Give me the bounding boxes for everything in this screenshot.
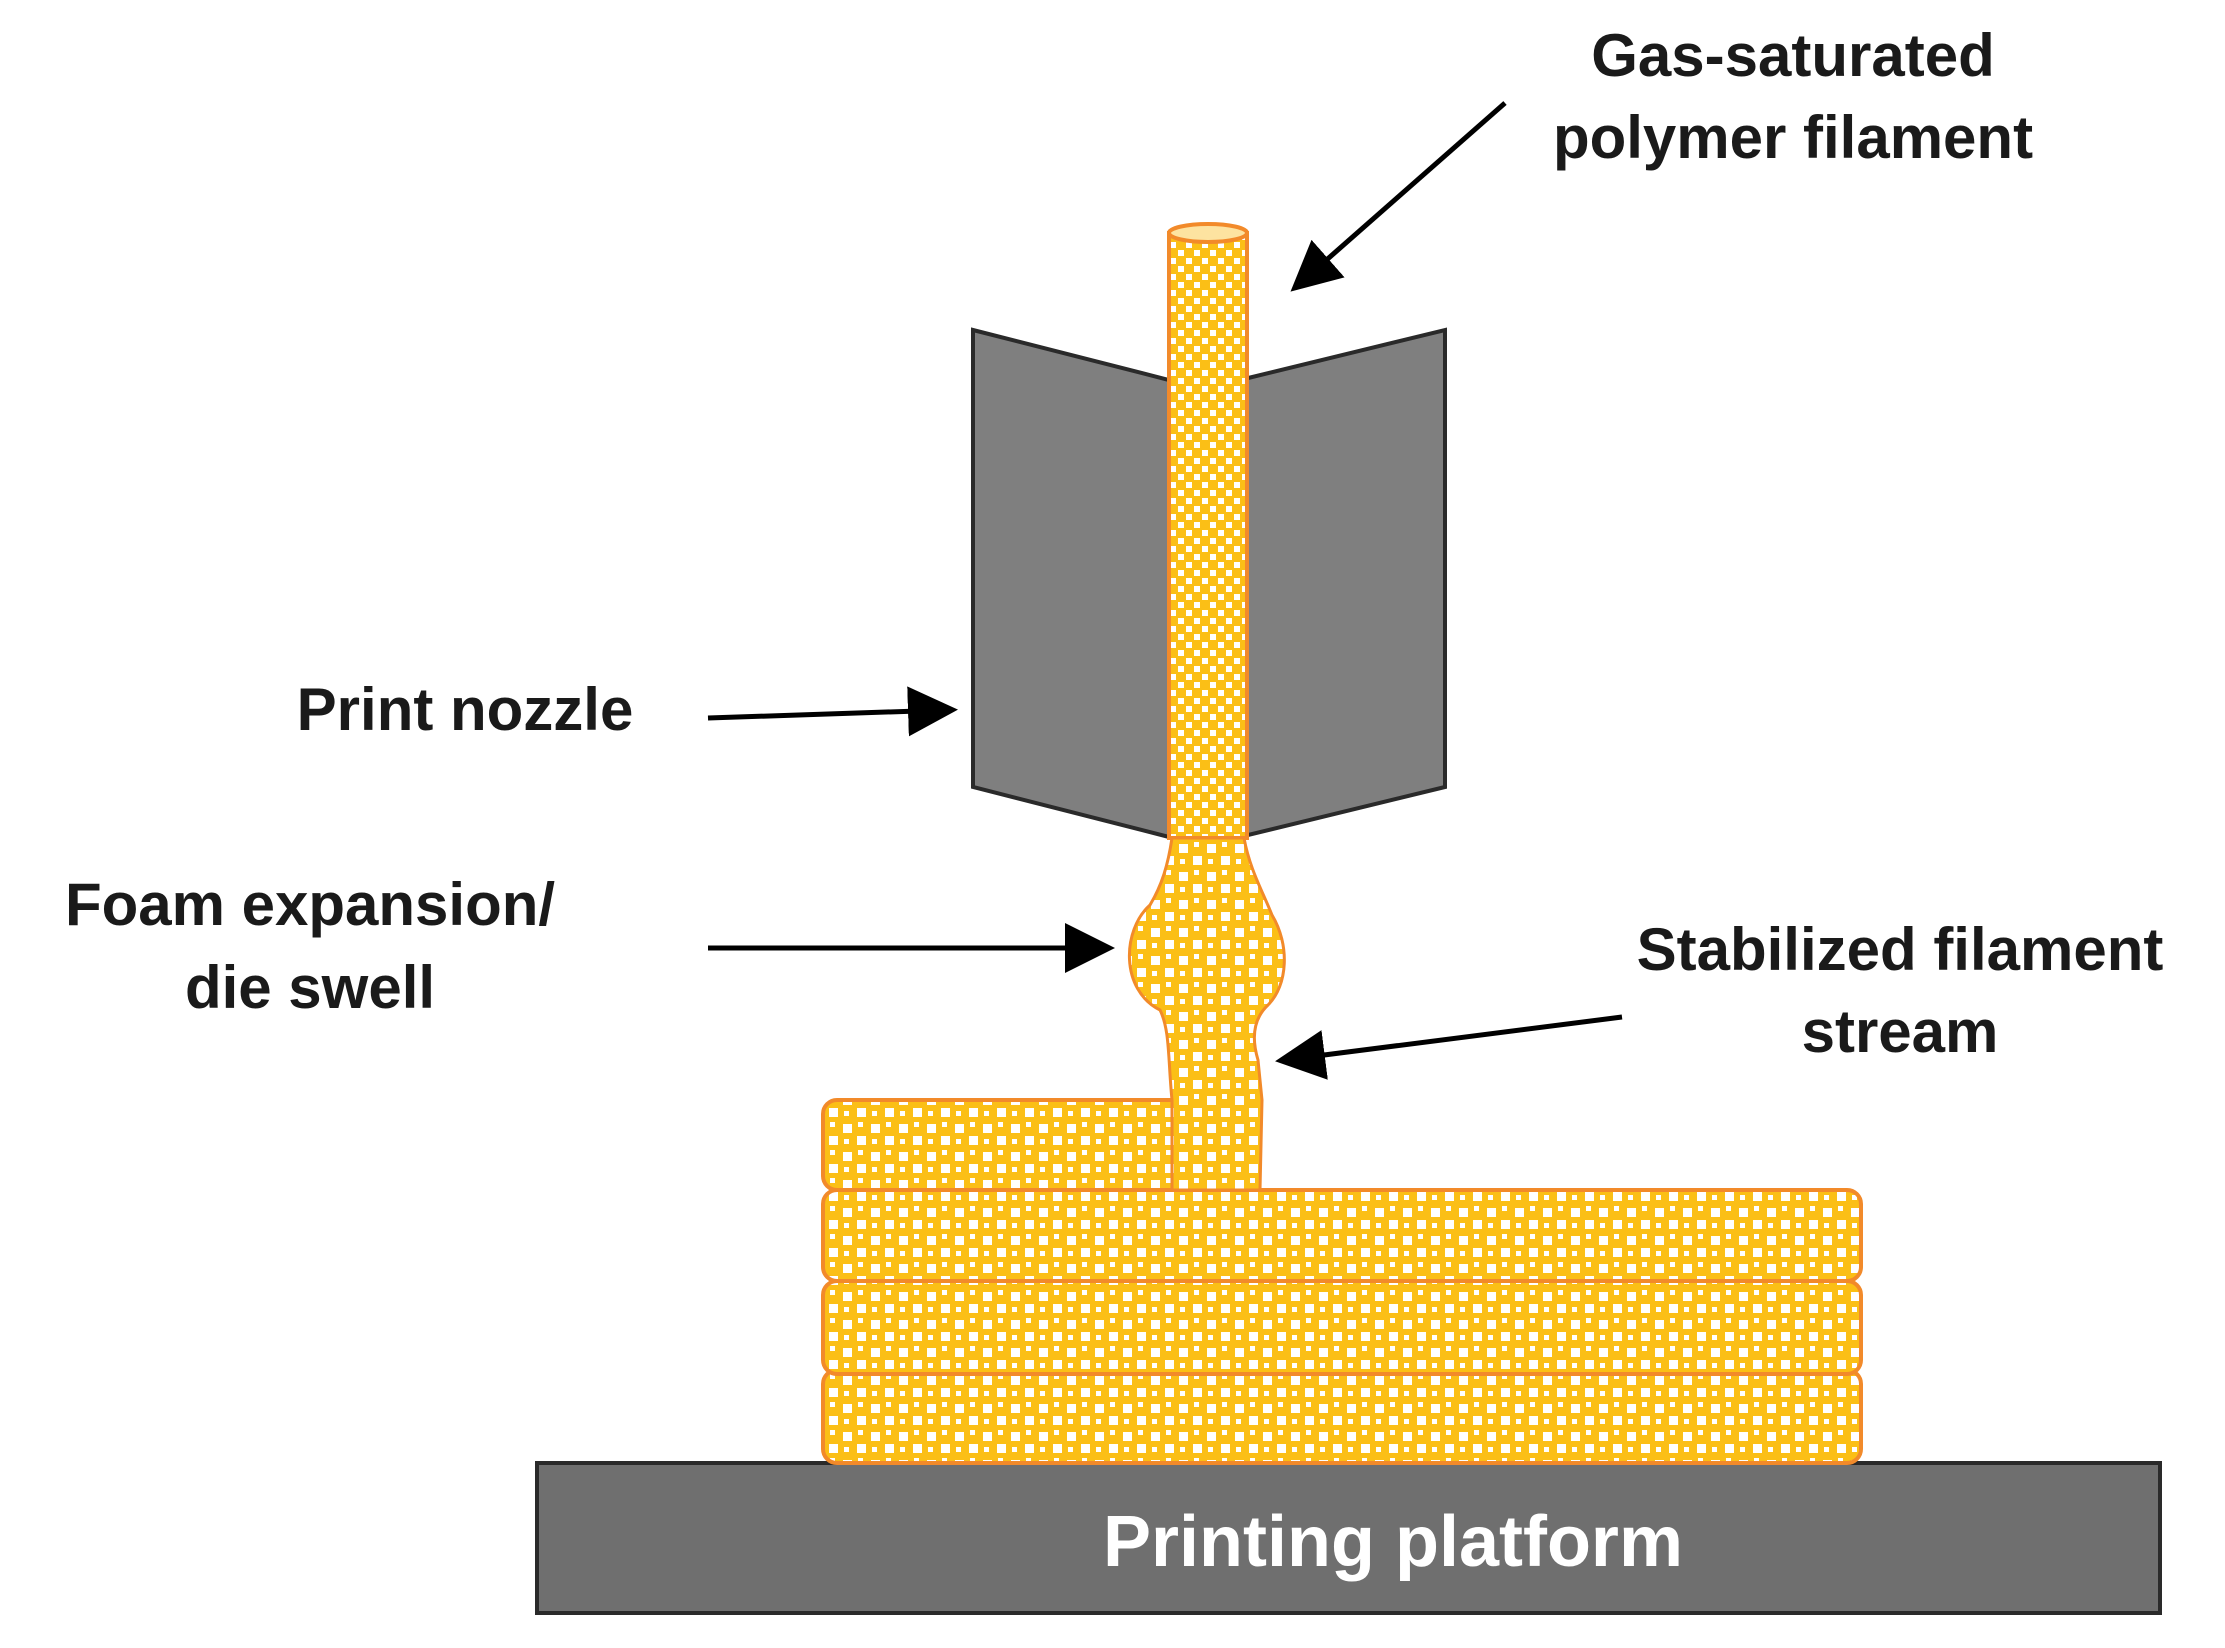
- layer-1: [821, 1368, 1863, 1465]
- nozzle-right-half: [1238, 327, 1447, 840]
- layer-2: [821, 1279, 1863, 1376]
- nozzle-left-half: [971, 327, 1171, 840]
- platform-label: Printing platform: [1103, 1502, 1683, 1582]
- labels: Gas-saturated polymer filament Print noz…: [65, 22, 2163, 1065]
- platform-base: [535, 1461, 2162, 1615]
- polymer-filament: [1167, 222, 1249, 840]
- filament-top: [1167, 222, 1249, 244]
- gas-arrow: [1290, 101, 1507, 292]
- nozzle-arrow: [707, 686, 958, 737]
- deposited-layers: [821, 1098, 1863, 1465]
- stream-label-line2: stream: [1802, 998, 1999, 1065]
- layer-3: [821, 1188, 1863, 1283]
- foam-expansion-stream: [1128, 836, 1286, 1192]
- stream-arrow: [1275, 1014, 1623, 1080]
- nozzle-label: Print nozzle: [297, 676, 634, 743]
- callout-arrows: [707, 101, 1623, 1080]
- gas-label-line1: Gas-saturated: [1591, 22, 1994, 89]
- gas-label-line2: polymer filament: [1553, 104, 2033, 171]
- stream-label-line1: Stabilized filament: [1637, 916, 2164, 983]
- printing-platform: Printing platform: [535, 1461, 2162, 1615]
- foam-label-line1: Foam expansion/: [65, 871, 555, 938]
- foam-label-line2: die swell: [185, 954, 435, 1021]
- filament-rod: [1167, 231, 1249, 840]
